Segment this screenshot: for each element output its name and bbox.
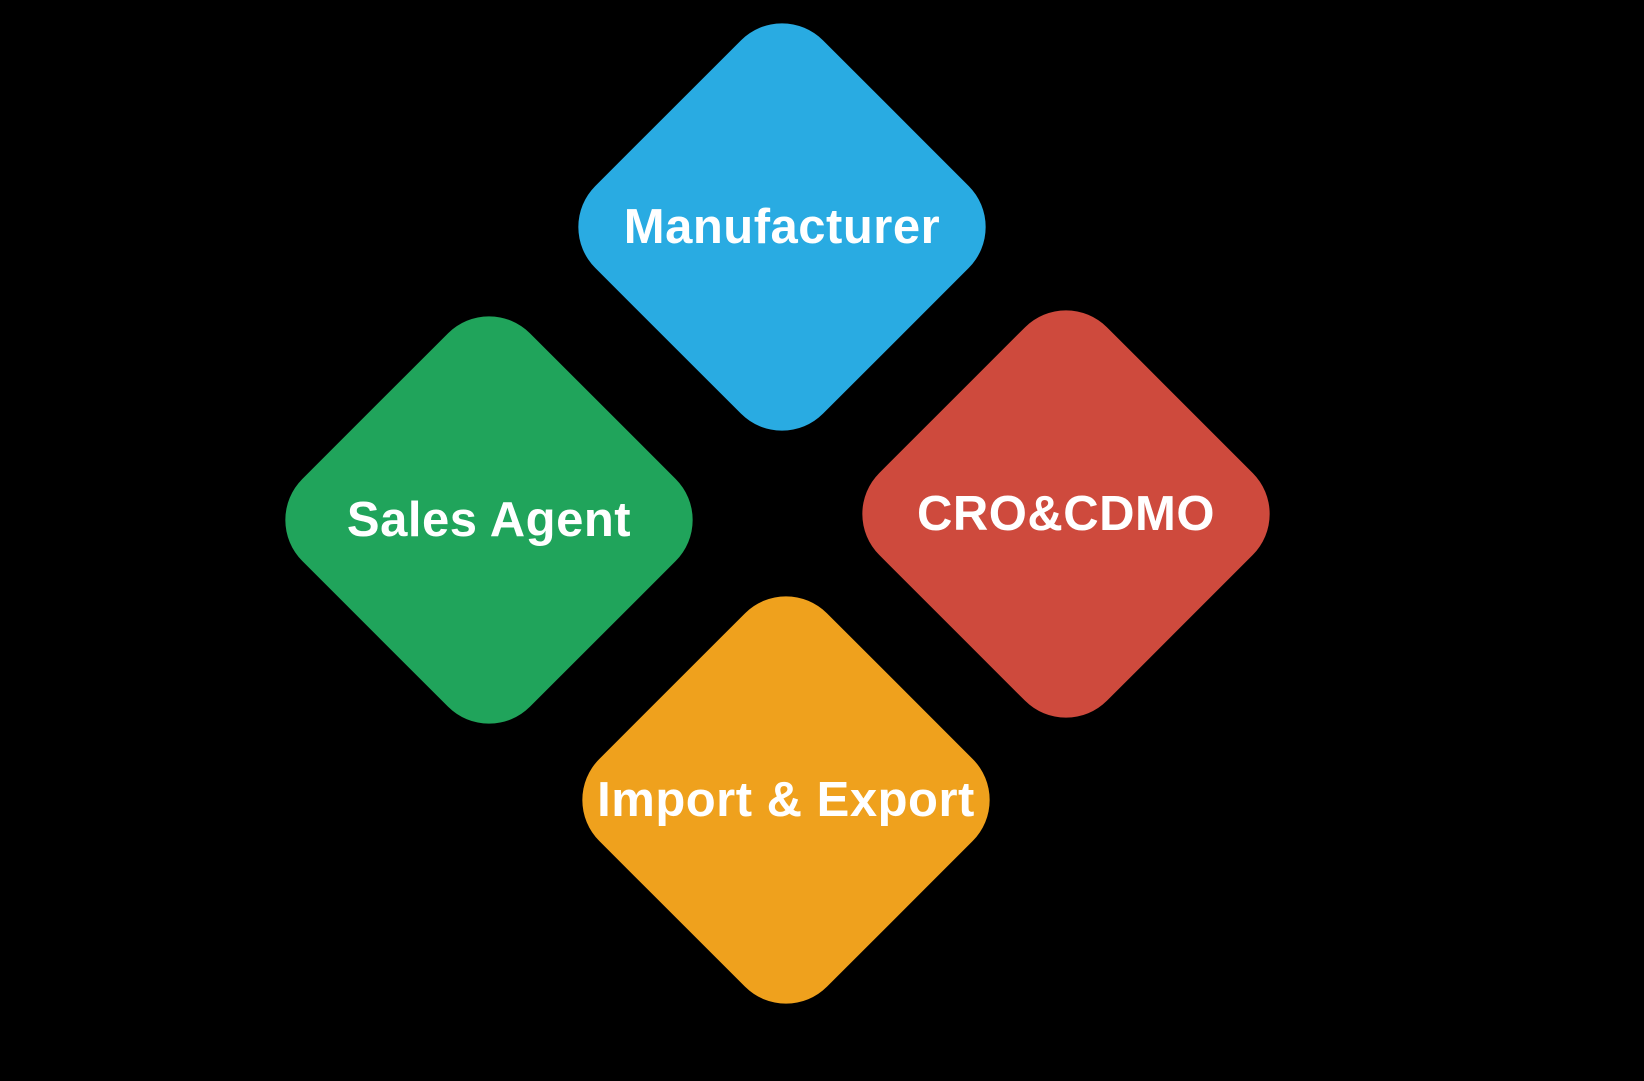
manufacturer-label: Manufacturer [623, 200, 941, 254]
sales-agent-label: Sales Agent [346, 493, 632, 547]
cro-cdmo-label: CRO&CDMO [917, 487, 1215, 541]
import-export-label: Import & Export [597, 773, 975, 827]
